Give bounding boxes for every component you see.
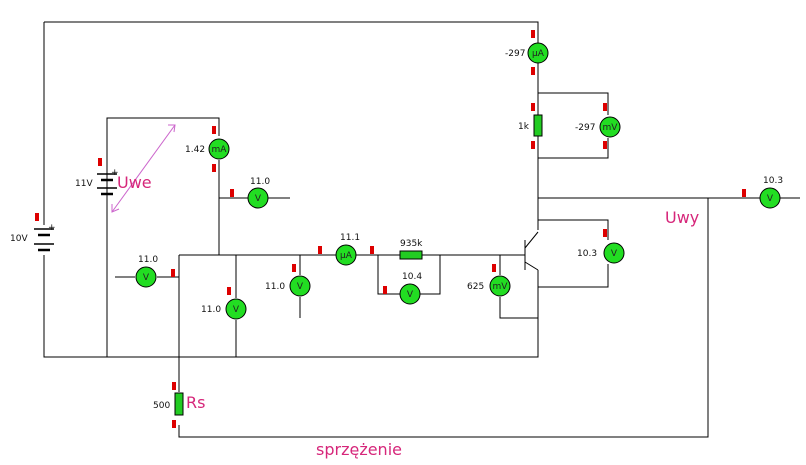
input-voltage-meter-top: V 11.0 xyxy=(230,177,270,209)
base-emitter-voltage-reading: 625 xyxy=(467,282,484,292)
unit-mv: mV xyxy=(493,282,509,292)
input-voltage-meter-mid: V 11.0 xyxy=(265,264,311,297)
collector-emitter-voltage-reading: 10.3 xyxy=(577,249,597,259)
feedback-resistor: 500 xyxy=(153,382,184,428)
unit-v: V xyxy=(255,194,262,204)
feedback-resistor-value: 500 xyxy=(153,401,170,411)
collector-resistor-mv-meter: mV -297 xyxy=(575,103,621,149)
base-emitter-mv-meter: mV 625 xyxy=(467,264,511,297)
unit-v: V xyxy=(767,194,774,204)
input-battery: + 11V xyxy=(75,158,119,196)
unit-v: V xyxy=(143,273,150,283)
uwy-label: Uwy xyxy=(665,208,699,227)
collector-resistor-label: 1k xyxy=(518,122,530,132)
base-current-reading: 11.1 xyxy=(340,233,360,243)
uwe-label: Uwe xyxy=(117,173,152,192)
unit-v: V xyxy=(611,249,618,259)
collector-current-reading: -297 xyxy=(505,49,525,59)
input-voltage-low-reading: 11.0 xyxy=(201,305,221,315)
annotations: Uwe Uwy Rs sprzężenie xyxy=(111,124,699,459)
rs-label: Rs xyxy=(186,393,205,412)
wires xyxy=(43,21,800,438)
input-voltage-mid-reading: 11.0 xyxy=(265,282,285,292)
collector-current-meter: µA -297 xyxy=(505,30,549,75)
input-current-reading: 1.42 xyxy=(185,145,205,155)
feedback-label: sprzężenie xyxy=(316,440,402,459)
input-voltage-top-reading: 11.0 xyxy=(250,177,270,187)
unit-v: V xyxy=(233,305,240,315)
base-resistor: 935k xyxy=(399,239,423,260)
base-resistor-voltage-meter: V 10.4 xyxy=(383,272,422,305)
unit-ma: mA xyxy=(212,145,228,155)
supply-battery: + 10V xyxy=(10,213,56,252)
collector-resistor: 1k xyxy=(518,103,543,149)
svg-text:+: + xyxy=(111,168,119,178)
svg-text:+: + xyxy=(48,223,56,233)
unit-ua: µA xyxy=(532,49,545,59)
output-voltage-meter: V 10.3 xyxy=(742,176,783,209)
unit-v: V xyxy=(297,282,304,292)
output-voltage-reading: 10.3 xyxy=(763,176,783,186)
unit-mv: mV xyxy=(603,123,619,133)
base-resistor-label: 935k xyxy=(400,239,423,249)
unit-v: V xyxy=(407,290,414,300)
unit-ua: µA xyxy=(340,251,353,261)
base-current-meter: µA 11.1 xyxy=(318,233,374,266)
collector-resistor-voltage-reading: -297 xyxy=(575,123,595,133)
input-voltage-left-reading: 11.0 xyxy=(138,255,158,265)
input-voltage-label: 11V xyxy=(75,179,93,189)
input-voltage-meter-low: V 11.0 xyxy=(201,287,247,320)
collector-emitter-voltage-meter: V 10.3 xyxy=(577,229,625,264)
input-current-meter: mA 1.42 xyxy=(185,126,230,172)
supply-voltage-label: 10V xyxy=(10,234,28,244)
base-resistor-voltage-reading: 10.4 xyxy=(402,272,422,282)
input-voltage-meter-left: V 11.0 xyxy=(135,255,175,288)
